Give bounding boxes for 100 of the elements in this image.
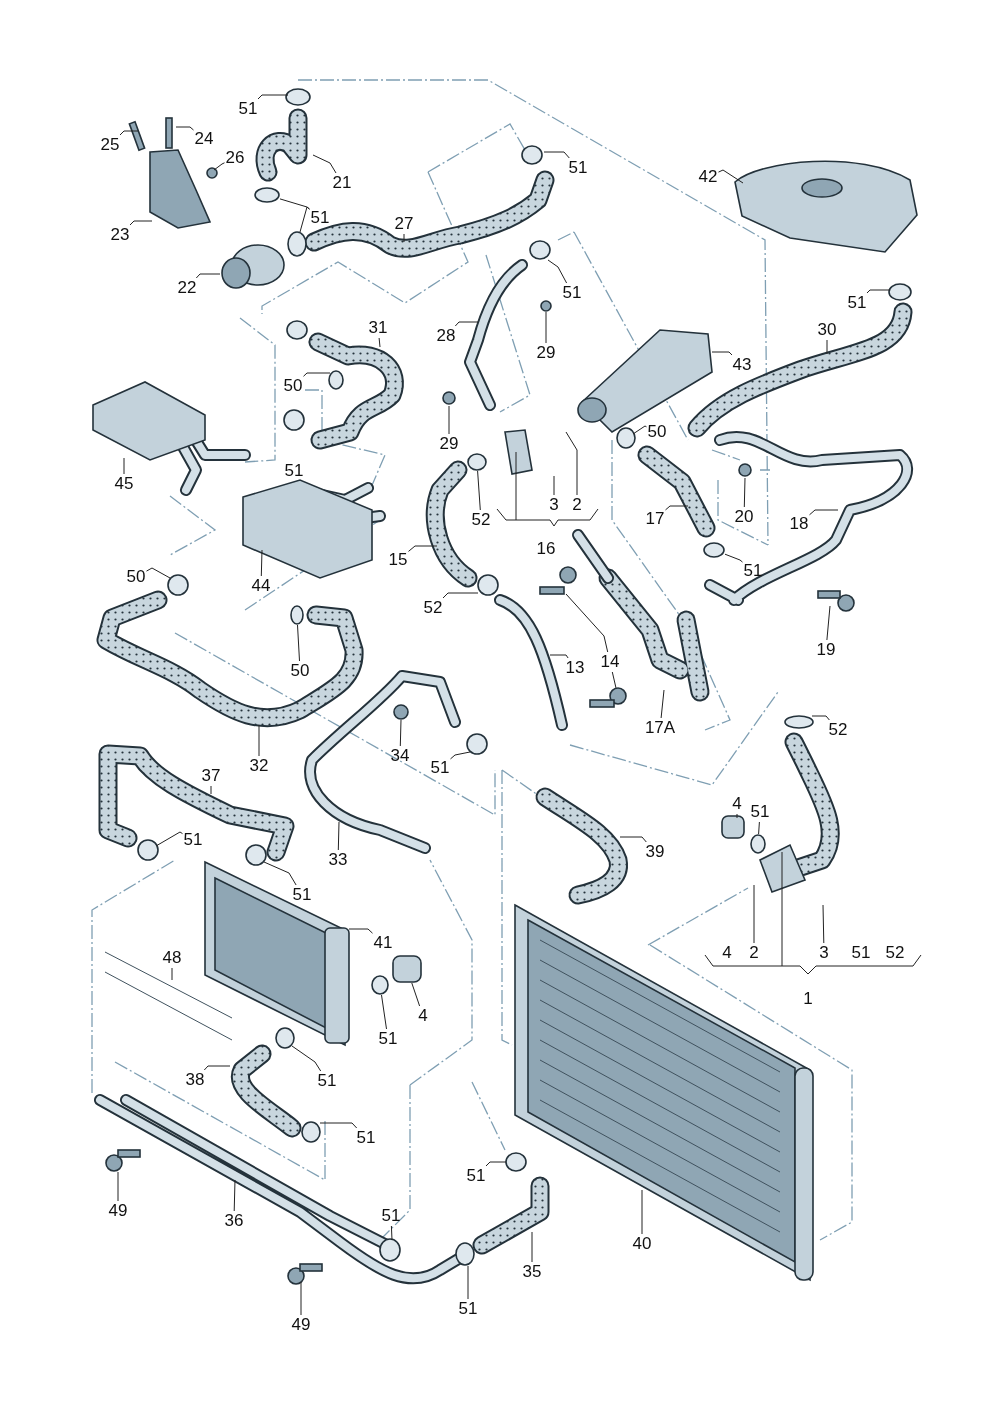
clamp-drawing	[467, 453, 487, 471]
callout-number: 36	[223, 1211, 245, 1231]
leader-line	[611, 671, 617, 689]
leader-line	[119, 130, 139, 136]
leader-line	[129, 220, 153, 226]
leader-line	[724, 553, 743, 563]
callout-number: 31	[367, 318, 389, 338]
callout-number: 42	[697, 167, 719, 187]
callout-number: 51	[283, 461, 305, 481]
leader-line	[297, 624, 300, 662]
callout-number: 51	[237, 99, 259, 119]
leader-line	[632, 425, 647, 435]
leader-line	[454, 321, 479, 327]
leader-line	[543, 151, 570, 159]
callout-number: 51	[465, 1166, 487, 1186]
callout-number: 43	[731, 355, 753, 375]
leader-line	[549, 654, 569, 659]
callout-number: 29	[535, 343, 557, 363]
leader-line	[758, 821, 760, 835]
leader-line	[826, 605, 831, 641]
clamp-drawing	[703, 542, 725, 558]
leader-line	[195, 273, 221, 279]
clamp-drawing	[290, 605, 304, 625]
callout-number: 51	[567, 158, 589, 178]
callout-number: 51	[316, 1071, 338, 1091]
callout-number: 26	[224, 148, 246, 168]
leader-line	[565, 593, 609, 653]
leader-line	[171, 967, 173, 981]
leader-line	[263, 861, 297, 886]
callout-number: 15	[387, 550, 409, 570]
sleeve-drawing	[392, 955, 422, 983]
leader-line	[448, 405, 450, 435]
leader-line	[477, 470, 481, 511]
leader-line	[485, 1161, 507, 1167]
callout-number: 52	[827, 720, 849, 740]
callout-number: 51	[380, 1206, 402, 1226]
leader-line	[811, 715, 830, 721]
leader-line	[408, 545, 438, 552]
callout-number: 35	[521, 1262, 543, 1282]
callout-number: 24	[193, 129, 215, 149]
callout-number: 20	[733, 507, 755, 527]
leader-line	[641, 1189, 643, 1235]
callout-number: 39	[644, 842, 666, 862]
leader-line	[210, 785, 212, 795]
leader-line	[319, 1122, 358, 1129]
callout-number: 1	[802, 989, 814, 1009]
callout-number: 17	[644, 509, 666, 529]
callout-number: 50	[646, 422, 668, 442]
leader-line	[257, 94, 289, 100]
callout-number: 50	[282, 376, 304, 396]
callout-number: 29	[438, 434, 460, 454]
leader-line	[146, 567, 171, 579]
leader-line	[300, 1281, 302, 1316]
leader-line	[258, 724, 260, 757]
leader-line	[718, 169, 744, 184]
callout-number: 49	[290, 1315, 312, 1335]
callout-number: 33	[327, 850, 349, 870]
callout-number: 37	[200, 766, 222, 786]
callout-number: 4	[731, 794, 743, 814]
leader-line	[403, 233, 405, 243]
clamp-drawing	[371, 975, 389, 995]
callout-number: 18	[788, 514, 810, 534]
leader-line	[337, 821, 340, 851]
leader-line	[665, 505, 689, 511]
callout-number: 52	[422, 598, 444, 618]
callout-number: 21	[331, 173, 353, 193]
callout-number: 4	[417, 1006, 429, 1026]
leader-line	[547, 259, 568, 284]
leader-line	[467, 1265, 469, 1300]
callout-number: 45	[113, 474, 135, 494]
callout-number: 2	[748, 943, 760, 963]
callout-number: 38	[184, 1070, 206, 1090]
callout-number: 17A	[643, 718, 677, 738]
leader-line	[866, 289, 891, 294]
callout-number: 3	[548, 495, 560, 515]
leader-line	[809, 509, 839, 516]
leader-line	[390, 1225, 393, 1241]
leader-line	[450, 751, 471, 760]
leader-line	[822, 904, 825, 944]
callout-number: 3	[818, 943, 830, 963]
callout-number: 50	[289, 661, 311, 681]
callout-number: 51	[377, 1029, 399, 1049]
callout-number: 32	[248, 756, 270, 776]
leader-line	[565, 431, 578, 496]
callout-number: 41	[372, 933, 394, 953]
leader-line	[155, 831, 183, 847]
leader-line	[291, 1045, 322, 1072]
leader-line	[442, 592, 479, 599]
callout-number: 51	[749, 802, 771, 822]
callout-number: 27	[393, 214, 415, 234]
clamp-drawing	[750, 834, 766, 854]
callout-number: 22	[176, 278, 198, 298]
leader-line	[175, 126, 194, 131]
callout-number: 44	[250, 576, 272, 596]
callout-number: 51	[850, 943, 872, 963]
callout-number: 49	[107, 1201, 129, 1221]
callout-number: 2	[571, 495, 583, 515]
leader-line	[117, 1171, 119, 1202]
leader-line	[203, 1065, 231, 1071]
callout-number: 51	[355, 1128, 377, 1148]
